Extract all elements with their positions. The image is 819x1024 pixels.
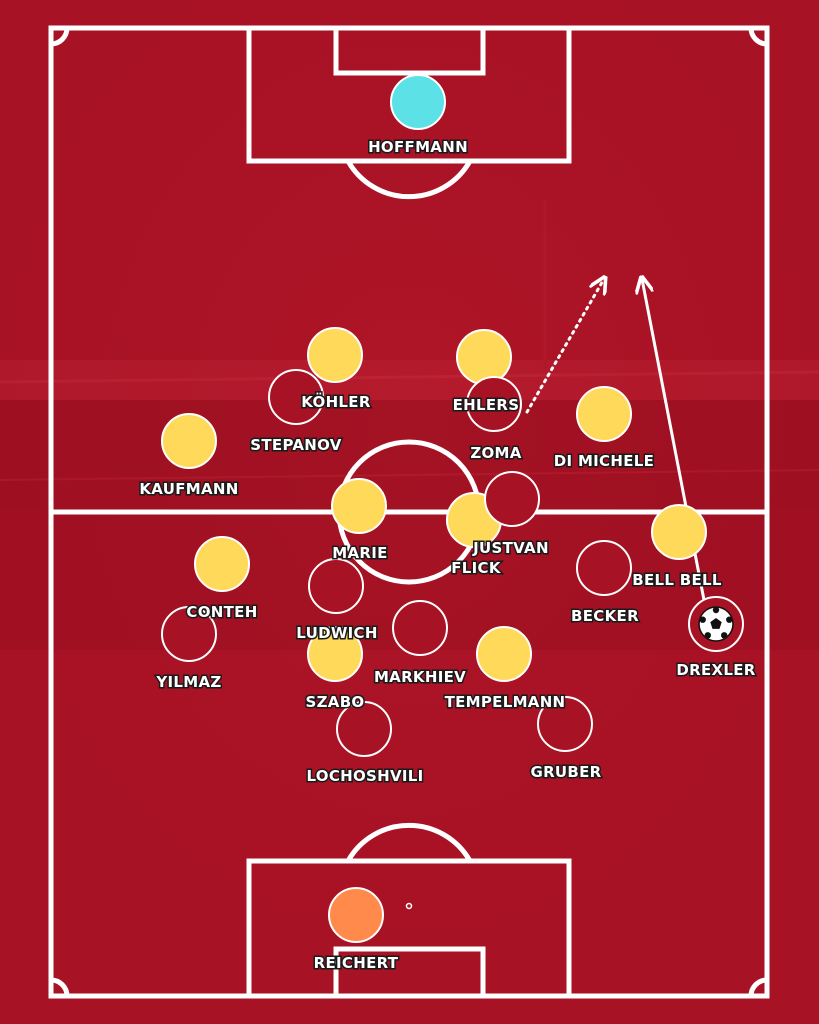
player-token-conteh[interactable] (194, 536, 250, 592)
player-token-becker[interactable] (576, 540, 632, 596)
corner-arc-bottom-left (50, 977, 70, 997)
arrow-zoma-run (525, 279, 604, 414)
player-token-di-michele[interactable] (576, 386, 632, 442)
top-six-yard-box (333, 25, 486, 76)
player-name-top_goalkeeper: HOFFMANN (368, 138, 468, 156)
player-name-justvan: JUSTVAN (472, 539, 549, 557)
player-token-top_goalkeeper[interactable] (390, 74, 446, 130)
corner-arc-bottom-right (748, 977, 768, 997)
players-layer (161, 74, 744, 943)
bottom-six-yard-box (333, 946, 486, 999)
player-name-ludwich: LUDWICH (296, 624, 377, 642)
player-token-tempelmann[interactable] (476, 626, 532, 682)
player-token-ludwich[interactable] (308, 558, 364, 614)
player-token-szabo[interactable] (307, 626, 363, 682)
player-name-kohler: KÖHLER (301, 392, 371, 411)
player-name-ehlers: EHLERS (453, 396, 520, 414)
player-token-lochoshvili[interactable] (336, 701, 392, 757)
player-token-zoma[interactable] (466, 376, 522, 432)
player-name-zoma: ZOMA (470, 444, 521, 462)
player-token-marie[interactable] (331, 478, 387, 534)
player-name-stepanov: STEPANOV (250, 436, 342, 454)
player-name-kaufmann: KAUFMANN (139, 480, 238, 498)
player-name-marie: MARIE (332, 544, 387, 562)
player-name-yilmaz: YILMAZ (155, 673, 221, 691)
player-name-conteh: CONTEH (186, 603, 257, 621)
player-token-ehlers[interactable] (456, 329, 512, 385)
player-name-gruber: GRUBER (530, 763, 601, 781)
player-token-markhiev[interactable] (392, 600, 448, 656)
bottom-penalty-arc (345, 822, 473, 863)
player-name-di-michele: DI MICHELE (554, 452, 654, 470)
penalty-spot (405, 902, 413, 910)
player-name-lochoshvili: LOCHOSHVILI (306, 767, 423, 785)
player-name-szabo: SZABO (306, 693, 365, 711)
corner-arc-top-right (748, 27, 768, 47)
player-name-becker: BECKER (571, 607, 639, 625)
player-name-flick: FLICK (451, 559, 502, 577)
player-token-bottom_goalkeeper[interactable] (328, 887, 384, 943)
top-penalty-arc (345, 159, 473, 200)
pitch-markings (48, 25, 770, 999)
player-token-kaufmann[interactable] (161, 413, 217, 469)
player-name-tempelmann: TEMPELMANN (445, 693, 566, 711)
player-name-drexler: DREXLER (676, 661, 755, 679)
player-token-kohler[interactable] (307, 327, 363, 383)
player-token-justvan[interactable] (484, 471, 540, 527)
player-name-bottom_goalkeeper: REICHERT (314, 954, 399, 972)
player-token-gruber[interactable] (537, 696, 593, 752)
player-token-yilmaz[interactable] (161, 606, 217, 662)
soccer-ball-icon (698, 606, 734, 642)
player-name-bell-bell: BELL BELL (632, 571, 722, 589)
labels-layer: HOFFMANN KÖHLER EHLERS KAUFMANN DI MICHELE MA… (138, 137, 757, 974)
corner-arc-top-left (50, 27, 70, 47)
player-token-stepanov[interactable] (268, 369, 324, 425)
player-name-markhiev: MARKHIEV (374, 668, 466, 686)
player-token-bell-bell[interactable] (651, 504, 707, 560)
